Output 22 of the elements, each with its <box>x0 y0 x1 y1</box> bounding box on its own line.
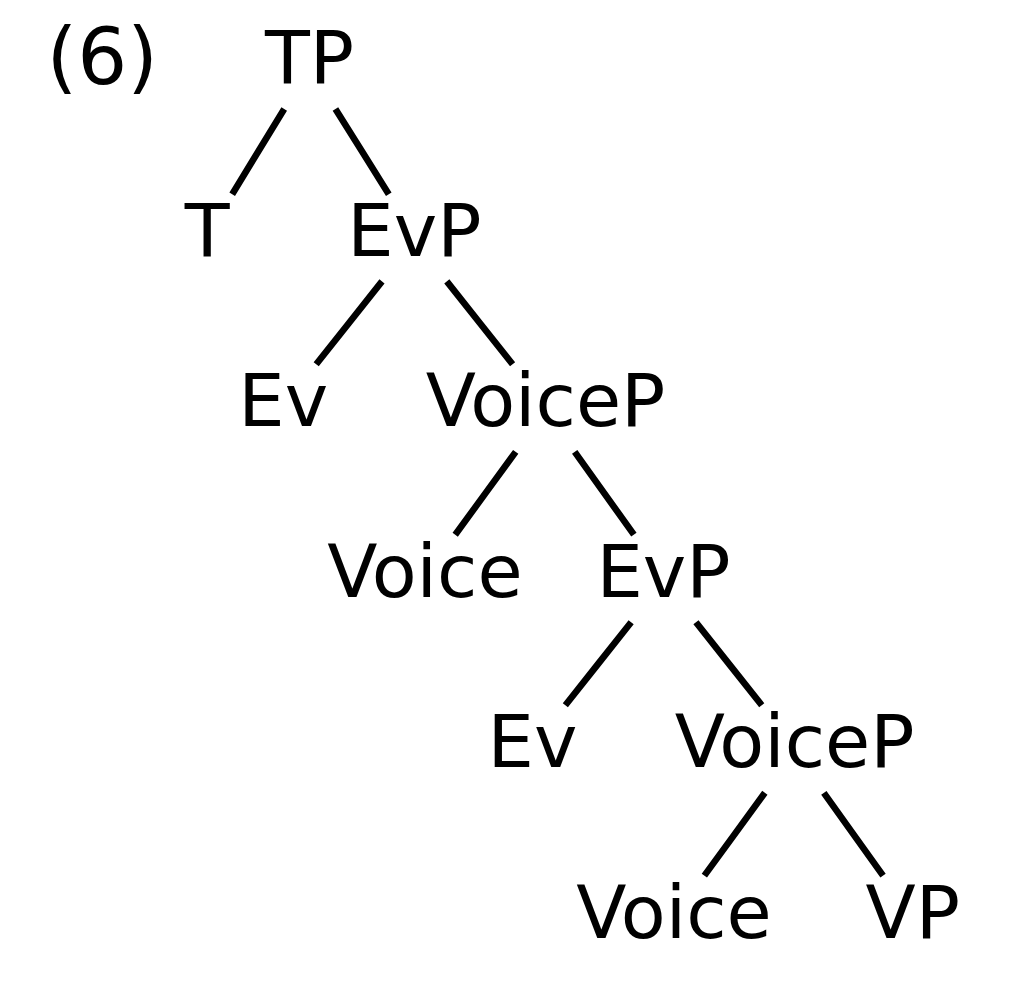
connector <box>821 790 886 878</box>
node-text: EvP <box>596 528 731 614</box>
node-text: Voice <box>576 869 772 955</box>
node-text: EvP <box>347 188 482 274</box>
connector <box>332 107 392 196</box>
connector <box>701 790 768 878</box>
node-text: VoiceP <box>674 699 915 785</box>
connector <box>229 107 287 196</box>
node-text: T <box>184 188 230 274</box>
label: (6) <box>46 11 159 104</box>
node-text: TP <box>264 14 355 100</box>
node-text: Voice <box>327 528 523 614</box>
node-text: VP <box>865 869 960 955</box>
node-text: VoiceP <box>425 358 666 444</box>
node-text: Ev <box>487 699 578 785</box>
connector <box>572 449 637 537</box>
node-text: Ev <box>238 358 329 444</box>
connector <box>452 449 519 537</box>
connector <box>562 620 634 708</box>
connector <box>444 279 516 367</box>
connector <box>693 620 765 708</box>
connector <box>313 279 385 367</box>
